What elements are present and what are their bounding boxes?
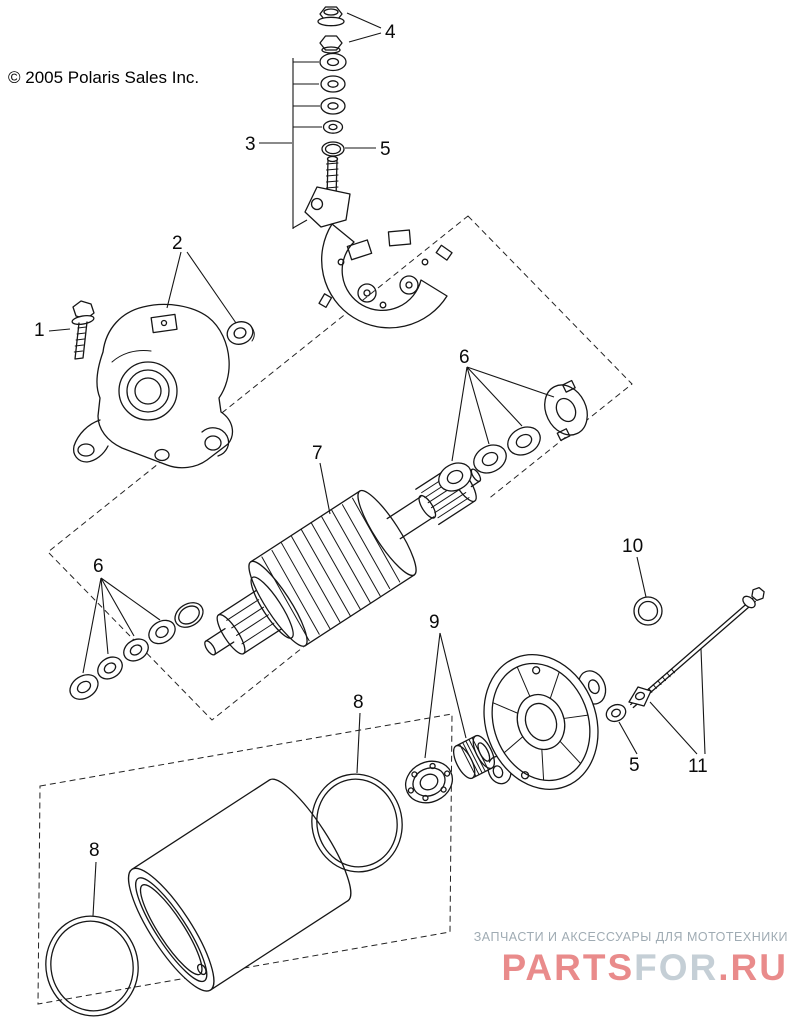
watermark: ЗАПЧАСТИ И АКСЕССУАРЫ ДЛЯ МОТОТЕХНИКИ PA…	[474, 930, 788, 986]
front-bracket-drawing	[72, 303, 234, 469]
watermark-logo-segment: .RU	[718, 947, 788, 988]
callout-label-3: 3	[245, 134, 256, 155]
washer-5-right-drawing	[605, 703, 627, 723]
o-ring-10-drawing	[633, 596, 663, 626]
o-ring-8-large-drawing	[45, 915, 139, 1017]
brush-plate-assembly	[304, 186, 453, 329]
rear-housing-drawing	[483, 653, 607, 791]
callout-label-6-left: 6	[93, 556, 104, 577]
callout-label-8-mid: 8	[353, 692, 364, 713]
callout-label-5-right: 5	[629, 755, 640, 776]
bushing-drawing	[226, 321, 255, 345]
shim-washers-right	[438, 426, 541, 492]
through-bolt-drawing	[630, 586, 765, 709]
roller-bearing-drawing	[452, 734, 496, 780]
o-ring-8-mid-drawing	[311, 773, 403, 873]
shim-washers-left	[69, 602, 204, 700]
watermark-logo-segment: FOR	[634, 947, 719, 988]
callout-label-10: 10	[622, 536, 643, 557]
callout-label-5-top: 5	[380, 139, 391, 160]
callout-label-6-right: 6	[459, 347, 470, 368]
callout-label-7: 7	[312, 443, 323, 464]
watermark-logo-segment: PARTS	[501, 947, 635, 988]
ground-tab-drawing	[628, 686, 652, 707]
watermark-logo: PARTSFOR.RU	[474, 949, 788, 986]
callout-label-2: 2	[172, 233, 183, 254]
callout-leader-lines	[48, 12, 706, 917]
armature-drawing	[181, 433, 504, 691]
ball-bearing-drawing	[405, 760, 453, 804]
callout-label-1: 1	[34, 320, 45, 341]
callout-label-9: 9	[429, 612, 440, 633]
callout-label-8-large: 8	[89, 840, 100, 861]
terminal-hardware-stack	[317, 6, 347, 199]
copyright-text: © 2005 Polaris Sales Inc.	[8, 68, 200, 87]
callout-labels: 1 2 3 4 5 6 7 6 9 10 5 8 8 11	[34, 22, 708, 861]
assembly-axis-guides	[37, 215, 633, 1005]
watermark-tagline: ЗАПЧАСТИ И АКСЕССУАРЫ ДЛЯ МОТОТЕХНИКИ	[473, 930, 788, 944]
motor-housing-cylinder	[127, 778, 352, 992]
thrust-retainer-plate	[544, 379, 588, 442]
callout-label-4: 4	[385, 22, 396, 43]
callout-label-11: 11	[688, 756, 708, 777]
bolt-1-drawing	[71, 300, 95, 360]
